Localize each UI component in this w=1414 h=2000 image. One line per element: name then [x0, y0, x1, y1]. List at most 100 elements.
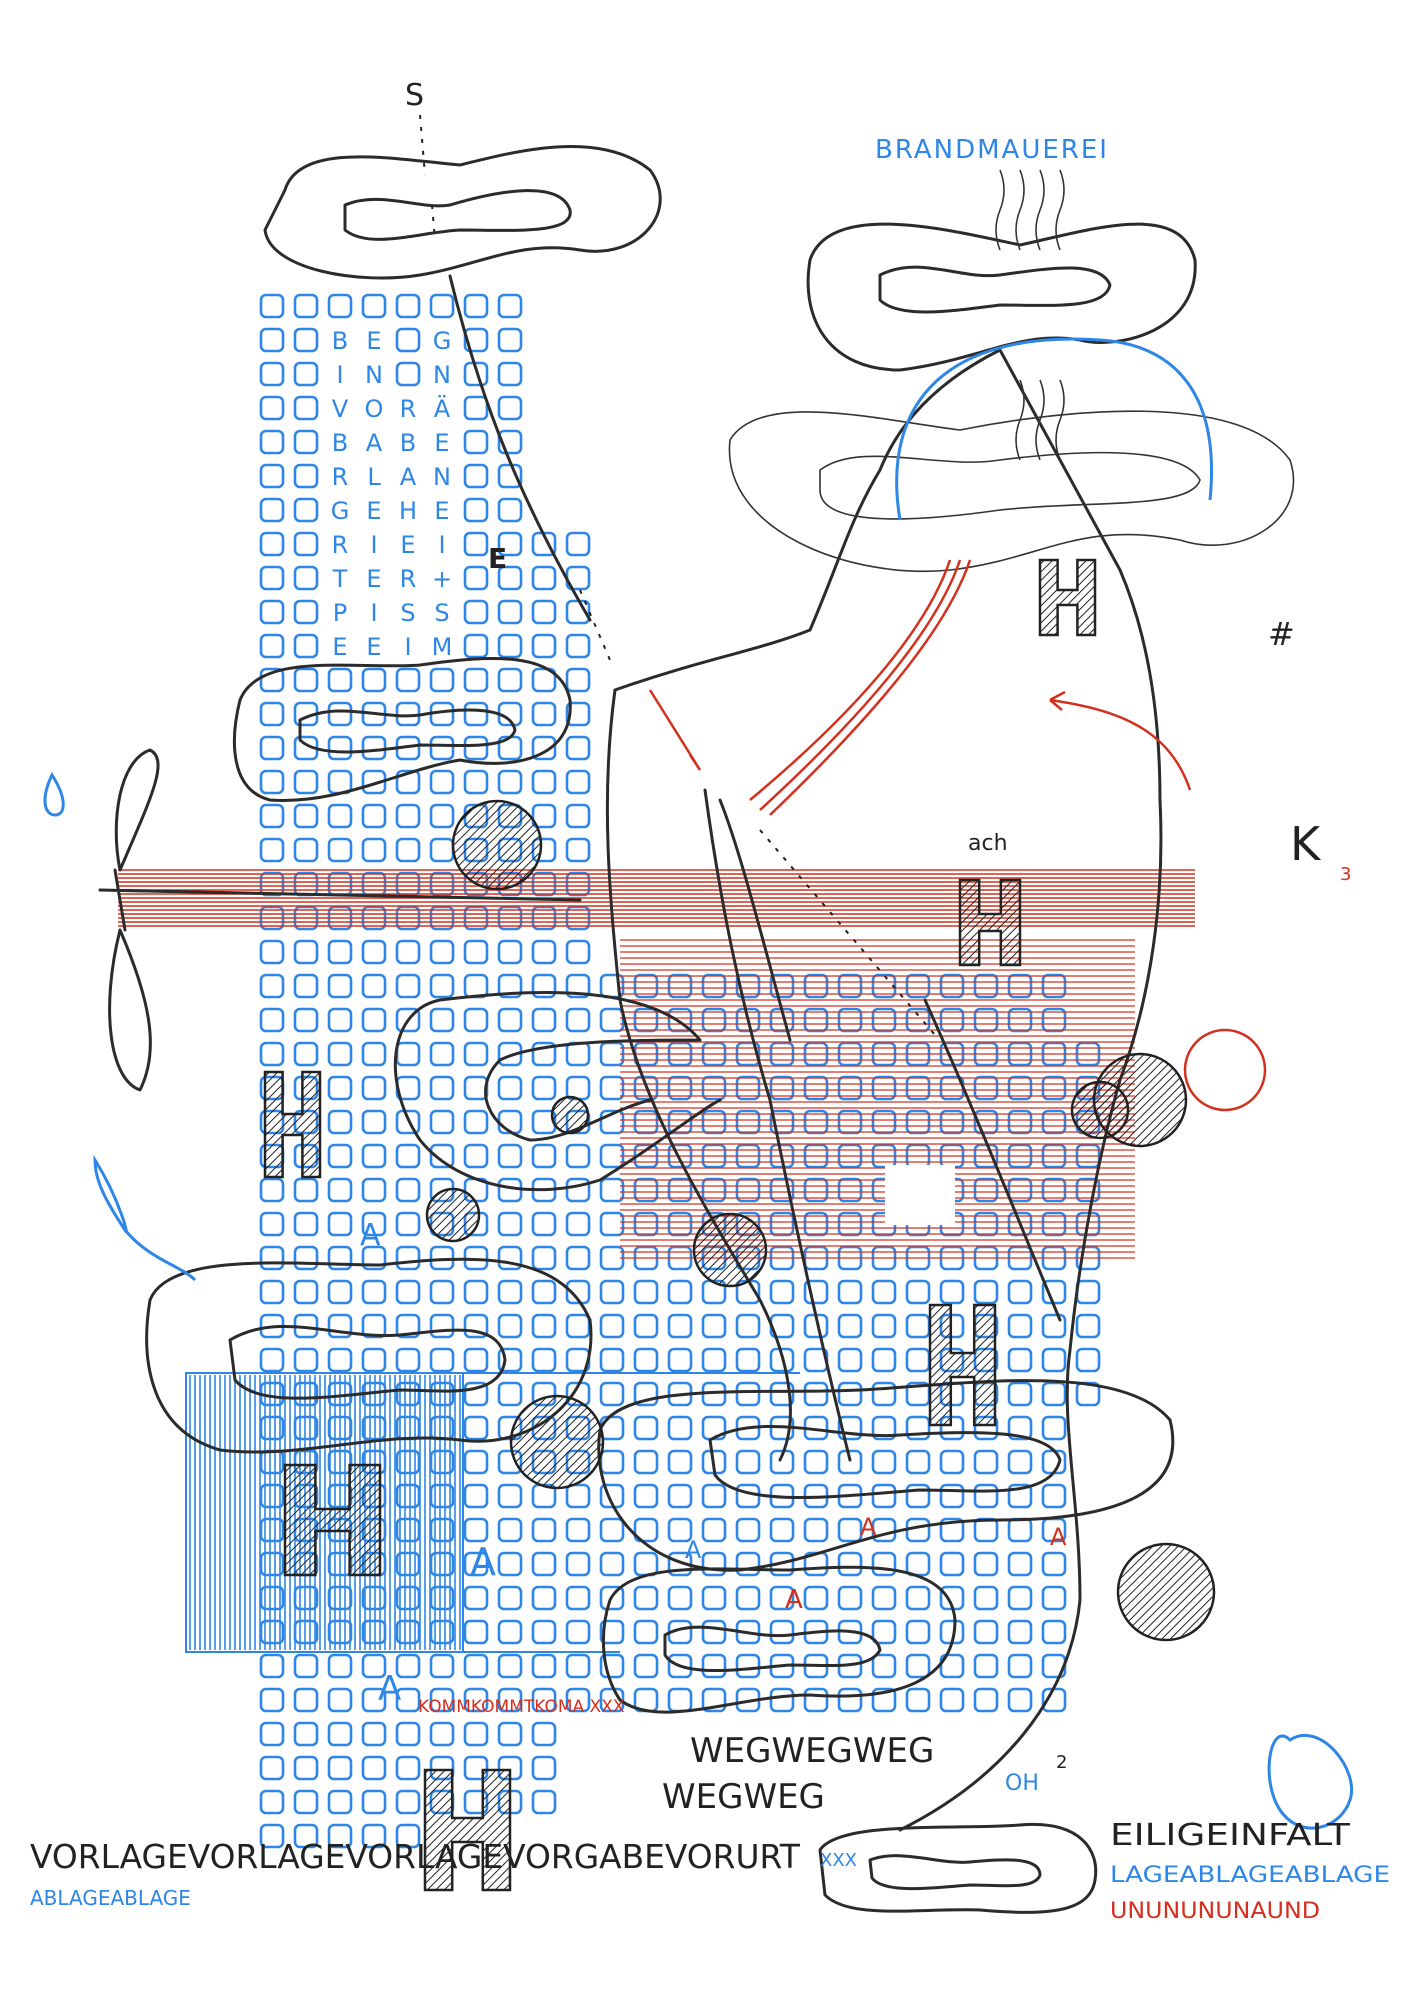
grid-square [633, 1483, 659, 1509]
grid-square [803, 1381, 829, 1407]
grid-square [769, 1211, 795, 1237]
grid-square [327, 1143, 353, 1169]
grid-square [837, 1313, 863, 1339]
grid-square [769, 1109, 795, 1135]
grid-square [463, 531, 489, 557]
a-letter: A [1050, 1523, 1067, 1551]
hatched-circle [1070, 1080, 1130, 1140]
grid-square [259, 361, 285, 387]
grid-square [701, 1517, 727, 1543]
grid-square [395, 871, 421, 897]
grid-square [973, 1619, 999, 1645]
grid-square [395, 1687, 421, 1713]
grid-square [905, 973, 931, 999]
grid-square [293, 1653, 319, 1679]
grid-letter: S [400, 599, 415, 627]
grid-square [497, 429, 523, 455]
grid-square [599, 1177, 625, 1203]
grid-square [973, 1007, 999, 1033]
grid-square [395, 1653, 421, 1679]
grid-square [497, 769, 523, 795]
grid-square [701, 1313, 727, 1339]
grid-square [565, 1211, 591, 1237]
grid-square [701, 1109, 727, 1135]
grid-letter: A [400, 463, 417, 491]
grid-square [701, 1619, 727, 1645]
grid-square [327, 1755, 353, 1781]
s-mark: S [405, 78, 424, 113]
grid-square [293, 973, 319, 999]
grid-square [667, 1075, 693, 1101]
grid-letter: S [434, 599, 449, 627]
grid-square [837, 973, 863, 999]
grid-letter: + [432, 565, 452, 593]
grid-square [565, 769, 591, 795]
grid-square [633, 1177, 659, 1203]
grid-square [531, 701, 557, 727]
grid-square [837, 1109, 863, 1135]
grid-square [701, 1347, 727, 1373]
grid-square [293, 293, 319, 319]
grid-letter: V [332, 395, 349, 423]
grid-square [565, 1585, 591, 1611]
grid-square [463, 1415, 489, 1441]
grid-square [701, 1177, 727, 1203]
grid-letter: E [332, 633, 347, 661]
grid-letter: R [400, 565, 417, 593]
eiligeinfalt-label: EILIGEINFALT [1110, 1818, 1351, 1853]
grid-square [395, 1211, 421, 1237]
grid-square [769, 1687, 795, 1713]
grid-square [735, 1109, 761, 1135]
grid-square [259, 1585, 285, 1611]
grid-square [973, 1279, 999, 1305]
grid-square [293, 1177, 319, 1203]
grid-square [905, 1585, 931, 1611]
grid-square [293, 1245, 319, 1271]
grid-square [1075, 1177, 1101, 1203]
grid-square [293, 1279, 319, 1305]
grid-square [939, 1449, 965, 1475]
grid-square [293, 1721, 319, 1747]
grid-square [327, 667, 353, 693]
grid-square [735, 1585, 761, 1611]
grid-square [701, 1551, 727, 1577]
grid-square [599, 1449, 625, 1475]
grid-square [599, 1313, 625, 1339]
grid-square [633, 1279, 659, 1305]
grid-square [1041, 1211, 1067, 1237]
grid-square [973, 1653, 999, 1679]
grid-square [327, 1109, 353, 1135]
grid-square [871, 1347, 897, 1373]
grid-square [497, 1211, 523, 1237]
ablage-left-label: ABLAGEABLAGE [30, 1886, 191, 1910]
grid-square [531, 1755, 557, 1781]
grid-square [531, 1653, 557, 1679]
grid-square [361, 1687, 387, 1713]
grid-square [565, 871, 591, 897]
grid-square [565, 1313, 591, 1339]
grid-square [361, 1415, 387, 1441]
grid-square [565, 1619, 591, 1645]
grid-square [259, 1687, 285, 1713]
grid-square [361, 667, 387, 693]
grid-square [871, 1551, 897, 1577]
grid-square [259, 973, 285, 999]
grid-square [497, 531, 523, 557]
grid-letter: I [438, 531, 445, 559]
grid-square [293, 1415, 319, 1441]
grid-square [1041, 1347, 1067, 1373]
grid-square [531, 973, 557, 999]
grid-square [259, 1721, 285, 1747]
grid-square [293, 327, 319, 353]
grid-square [973, 1551, 999, 1577]
grid-square [327, 769, 353, 795]
grid-square [565, 1517, 591, 1543]
grid-square [803, 1177, 829, 1203]
grid-square [293, 667, 319, 693]
grid-square [939, 1007, 965, 1033]
grid-square [1007, 1109, 1033, 1135]
grid-square [531, 1687, 557, 1713]
grid-square [463, 1347, 489, 1373]
grid-square [1041, 1313, 1067, 1339]
grid-square [327, 701, 353, 727]
